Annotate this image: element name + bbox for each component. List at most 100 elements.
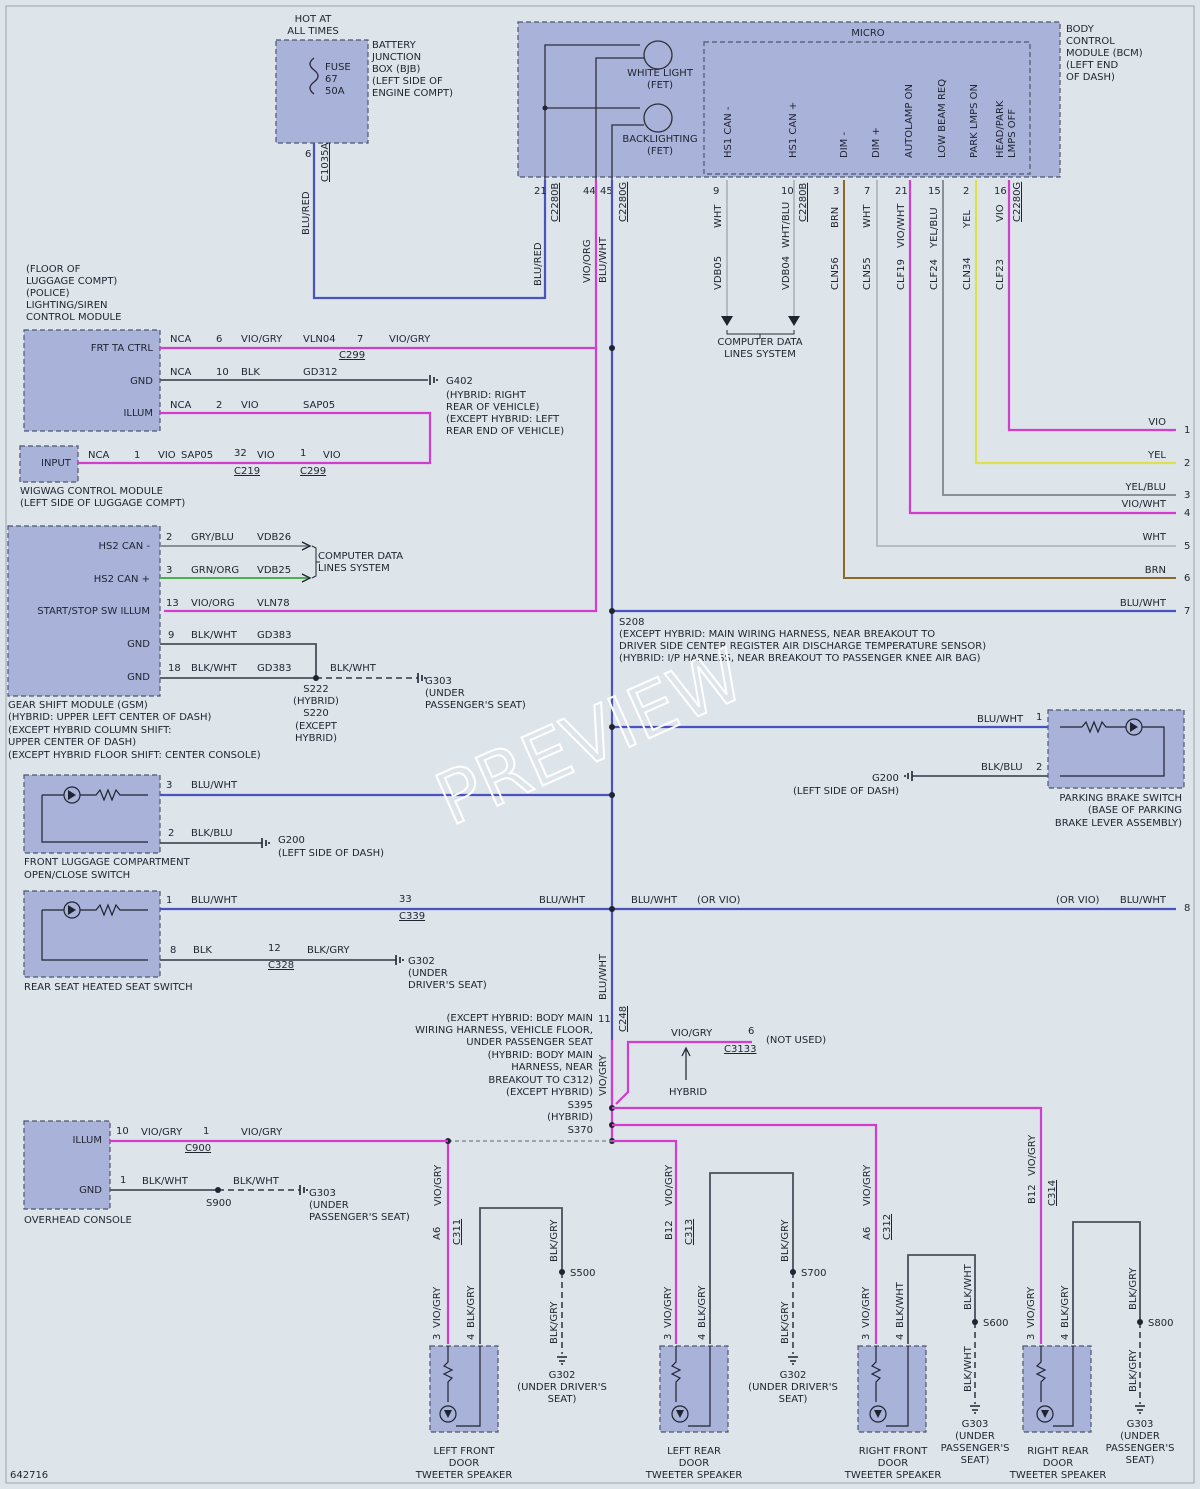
oc-wire-vio-gry-2: VIO/GRY (241, 1127, 283, 1138)
lf-gnd-wire-1: BLK/GRY (549, 1219, 560, 1262)
lr-pin-a: B12 (664, 1220, 675, 1240)
bcm-conn-a: C2280B (550, 183, 561, 222)
s208-note-3: (HYBRID: I/P HARNESS, NEAR BREAKOUT TO P… (619, 653, 981, 664)
speaker-icon (439, 1405, 457, 1423)
circuit-cln34: CLN34 (962, 257, 973, 290)
gear-shift-module: HS2 CAN - HS2 CAN + START/STOP SW ILLUM … (7, 525, 526, 761)
rf-gnd-wire-2: BLK/WHT (963, 1345, 974, 1392)
c248-note-hybrid: (HYBRID) (547, 1112, 593, 1123)
police-conn-c299: C299 (339, 350, 365, 361)
gsm-name-2: (HYBRID: UPPER LEFT CENTER OF DASH) (8, 712, 211, 723)
out-3-wire: YEL/BLU (1124, 482, 1166, 493)
lf-pin3: 3 (432, 1334, 443, 1340)
rf-pin3: 3 (861, 1334, 872, 1340)
ground-icon (1135, 1405, 1145, 1414)
police-pin-6: 6 (216, 334, 222, 345)
wire-wht-9: WHT (713, 204, 724, 228)
rr-name-1: RIGHT REAR (1027, 1446, 1089, 1457)
rs-wire-blu-wht: BLU/WHT (191, 895, 238, 906)
gsm-hs2-can-plus: HS2 CAN + (94, 574, 150, 585)
lf-pin-a: A6 (432, 1227, 443, 1240)
bjb-name-2: JUNCTION (371, 52, 421, 63)
police-siren-module: (FLOOR OF LUGGAGE COMPT) (POLICE) LIGHTI… (23, 264, 615, 465)
rs-or-vio-b: (OR VIO) (1056, 895, 1100, 906)
rf-gnd-wire-1: BLK/WHT (963, 1263, 974, 1310)
circuit-vdb04: VDB04 (781, 256, 792, 290)
lr-gnd-wire-2: BLK/GRY (780, 1301, 791, 1344)
gsm-pin-9: 9 (168, 630, 174, 641)
wire-vio-wht: VIO/WHT (896, 203, 907, 248)
oc-wire-vio-gry: VIO/GRY (141, 1127, 183, 1138)
gsm-circuit-vln78: VLN78 (257, 598, 290, 609)
bjb-name-3: BOX (BJB) (372, 64, 421, 75)
g402-note-1: (HYBRID: RIGHT (446, 390, 527, 401)
gsm-circuit-vdb26: VDB26 (257, 532, 291, 543)
oc-pin-10: 10 (116, 1126, 129, 1137)
wire-wht-blu: WHT/BLU (781, 202, 792, 248)
splice-s208: S208 (EXCEPT HYBRID: MAIN WIRING HARNESS… (609, 608, 986, 664)
speaker-right-front: VIO/GRY A6 C312 S600 BLK/WHT BLK/WHT G30… (844, 1164, 1010, 1481)
lf-wire3: VIO/GRY (432, 1286, 443, 1328)
pin-label-low-beam: LOW BEAM REQ (937, 79, 948, 158)
lf-pin4: 4 (466, 1334, 477, 1340)
oc-pin-1: 1 (203, 1126, 209, 1137)
wigwag-name-1: WIGWAG CONTROL MODULE (20, 486, 163, 497)
gsm-computer-data-2: LINES SYSTEM (318, 563, 390, 574)
bjb-name-1: BATTERY (372, 40, 417, 51)
rr-pin3: 3 (1026, 1334, 1037, 1340)
circuit-clf24: CLF24 (929, 259, 940, 290)
rf-name-3: TWEETER SPEAKER (844, 1470, 942, 1481)
lr-pin4: 4 (697, 1334, 708, 1340)
c248-note-2: WIRING HARNESS, VEHICLE FLOOR, (415, 1025, 593, 1036)
lr-wire4: BLK/GRY (697, 1285, 708, 1328)
c248-note-s395: S395 (568, 1100, 593, 1111)
oc-illum: ILLUM (72, 1135, 102, 1146)
pin-label-lmps-off: LMPS OFF (1007, 109, 1018, 158)
out-1-wire: VIO (1148, 417, 1166, 428)
c248-wire-vio-gry: VIO/GRY (598, 1054, 609, 1096)
out-6-wire: BRN (1145, 565, 1166, 576)
oc-ground-3: PASSENGER'S SEAT) (309, 1212, 410, 1223)
speaker-left-rear: VIO/GRY B12 C313 S700 BLK/GRY BLK/GRY G3… (645, 1164, 838, 1481)
bcm-name-4: (LEFT END (1066, 60, 1118, 71)
bjb-pin: 6 (305, 149, 311, 160)
speaker-right-rear: VIO/GRY B12 C314 S800 BLK/GRY BLK/GRY G3… (1009, 1134, 1175, 1481)
pin-label-head-park: HEAD/PARK (995, 100, 1006, 158)
rr-wire4: BLK/GRY (1060, 1285, 1071, 1328)
rs-conn-c339: C339 (399, 911, 425, 922)
wire-wht-7: WHT (862, 204, 873, 228)
gsm-gnd-2: GND (127, 672, 150, 683)
out-5-wire: WHT (1142, 532, 1166, 543)
pin-15: 15 (928, 186, 941, 197)
pin-10: 10 (781, 186, 794, 197)
s208-note-2: DRIVER SIDE CENTER REGISTER AIR DISCHARG… (619, 641, 986, 652)
pb-wire-blk-blu: BLK/BLU (981, 762, 1023, 773)
circuit-cln56: CLN56 (830, 257, 841, 290)
pin-7: 7 (864, 186, 870, 197)
out-4-n: 4 (1184, 508, 1190, 519)
gsm-circuit-vdb25: VDB25 (257, 565, 291, 576)
pb-pin-2: 2 (1036, 762, 1042, 773)
wigwag-wire-vio: VIO (158, 450, 176, 461)
ground-g402: G402 (446, 376, 473, 387)
bcm-name-5: OF DASH) (1066, 72, 1115, 83)
fl-pin-3: 3 (166, 780, 172, 791)
out-2-n: 2 (1184, 458, 1190, 469)
wigwag-input: INPUT (41, 458, 72, 469)
backlighting-fet-icon (643, 103, 673, 133)
gsm-wire-grn-org: GRN/ORG (191, 565, 239, 576)
lr-conn: C313 (684, 1219, 695, 1245)
gsm-computer-data-1: COMPUTER DATA (318, 551, 403, 562)
c248-conn: C248 (618, 1006, 629, 1032)
rf-pin4: 4 (895, 1334, 906, 1340)
out-4-wire: VIO/WHT (1121, 499, 1166, 510)
pin-label-dim-plus: DIM + (871, 127, 882, 158)
gsm-name-5: (EXCEPT HYBRID FLOOR SHIFT: CENTER CONSO… (8, 750, 261, 761)
bcm-computer-data-1: COMPUTER DATA (717, 337, 802, 348)
parking-brake-switch: BLU/WHT 1 BLK/BLU 2 G200 (LEFT SIDE OF D… (609, 709, 1185, 829)
bjb-name-4: (LEFT SIDE OF (372, 76, 443, 87)
out-6-n: 6 (1184, 573, 1190, 584)
lr-gnd-wire-1: BLK/GRY (780, 1219, 791, 1262)
police-name-3: (POLICE) (26, 288, 70, 299)
